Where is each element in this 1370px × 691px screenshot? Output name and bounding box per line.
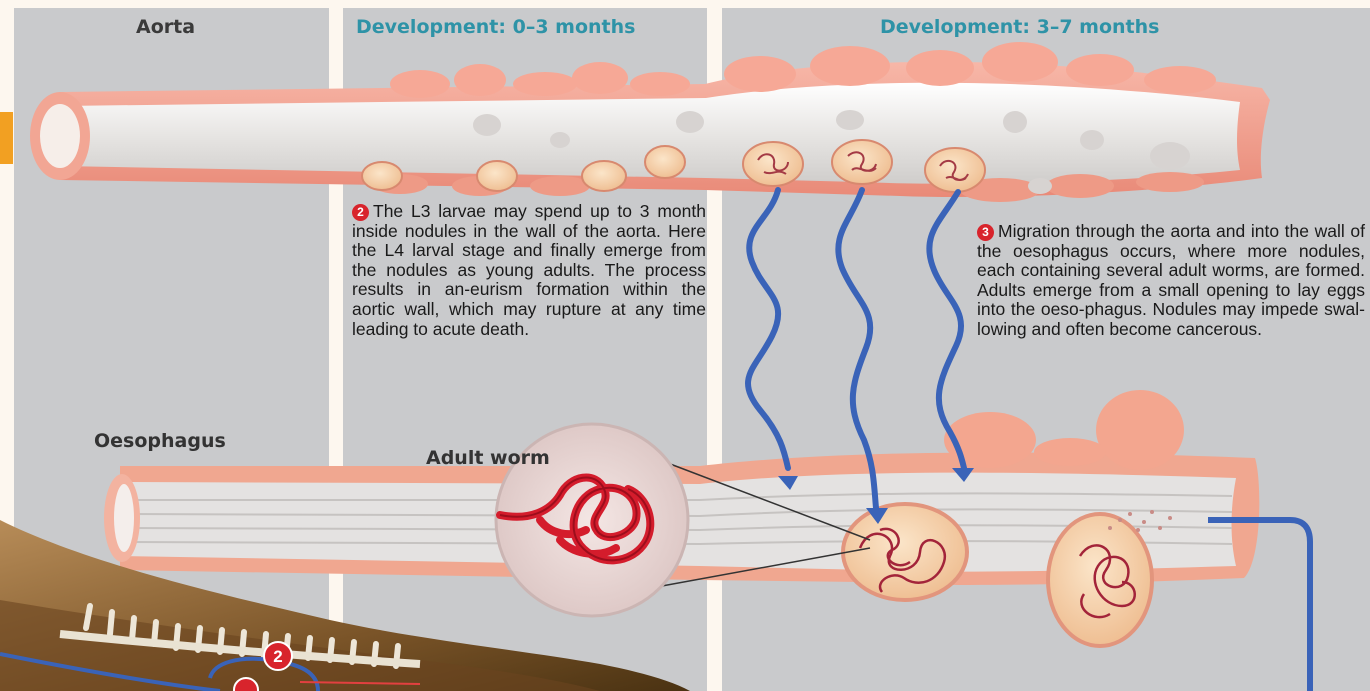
aorta-header: Aorta <box>136 16 195 38</box>
adult-worm-label: Adult worm <box>426 447 550 469</box>
dev-3-7-header: Development: 3–7 months <box>880 16 1159 38</box>
dog-marker-2-label: 2 <box>273 647 282 666</box>
step-3-text: Migration through the aorta and into the… <box>977 221 1365 339</box>
step-2-text-block: 2The L3 larvae may spend up to 3 month i… <box>352 202 706 339</box>
oesophagus-nodule <box>1048 514 1152 646</box>
step-2-text: The L3 larvae may spend up to 3 month in… <box>352 201 706 339</box>
side-tab <box>0 112 13 164</box>
step-2-badge: 2 <box>352 204 369 221</box>
step-3-text-block: 3Migration through the aorta and into th… <box>977 222 1365 340</box>
dev-0-3-header: Development: 0–3 months <box>356 16 635 38</box>
step-3-badge: 3 <box>977 224 994 241</box>
oesophagus-nodule <box>843 504 967 600</box>
oesophagus-label: Oesophagus <box>94 430 226 452</box>
